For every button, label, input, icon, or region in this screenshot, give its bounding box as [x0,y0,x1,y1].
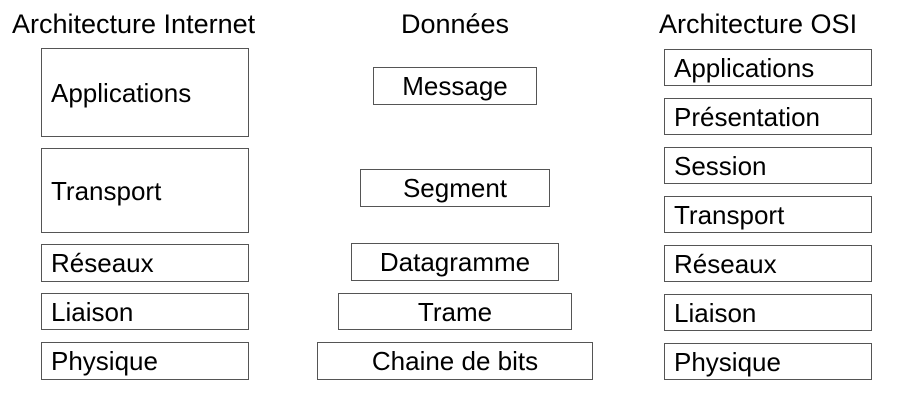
internet-layer-reseaux: Réseaux [41,244,249,282]
data-unit-segment: Segment [360,169,550,207]
osi-layer-liaison: Liaison [664,294,872,331]
heading-internet-architecture: Architecture Internet [12,9,256,39]
data-unit-message: Message [373,67,537,105]
data-unit-datagramme: Datagramme [351,243,559,281]
data-unit-trame: Trame [338,293,572,330]
osi-layer-physique: Physique [664,343,872,380]
data-unit-chaine-de-bits: Chaine de bits [317,342,593,380]
internet-layer-transport: Transport [41,148,249,233]
internet-layer-applications: Applications [41,48,249,137]
heading-data-units: Données [400,9,510,39]
osi-layer-reseaux: Réseaux [664,245,872,282]
internet-layer-physique: Physique [41,342,249,380]
osi-layer-presentation: Présentation [664,98,872,135]
heading-osi-architecture: Architecture OSI [659,9,858,39]
internet-layer-liaison: Liaison [41,293,249,330]
osi-layer-session: Session [664,147,872,184]
osi-layer-applications: Applications [664,49,872,86]
osi-layer-transport: Transport [664,196,872,233]
